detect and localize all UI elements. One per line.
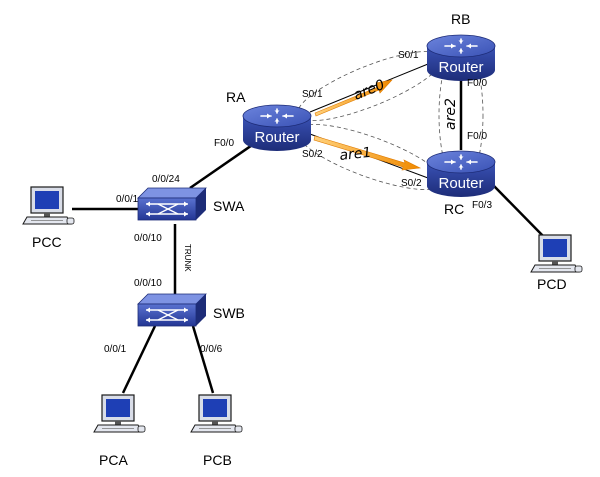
port-ra-s02: S0/2	[302, 149, 323, 160]
router-ra[interactable]: Router	[242, 104, 312, 152]
port-ra-f00: F0/0	[214, 138, 234, 149]
link-ra-rb-serial	[309, 63, 429, 113]
label-ra: RA	[226, 89, 246, 105]
are1-arrow	[313, 135, 422, 171]
switch-swb[interactable]	[137, 293, 207, 327]
trunk-label: TRUNK	[183, 244, 192, 272]
label-pcb: PCB	[203, 452, 232, 468]
router-rc[interactable]: Router	[426, 150, 496, 198]
label-rc: RC	[444, 201, 464, 217]
label-swb: SWB	[213, 305, 245, 321]
pc-pca[interactable]	[93, 394, 146, 433]
links	[72, 80, 548, 394]
area-label-are0: are0	[352, 77, 388, 104]
link-ra-swa	[189, 139, 259, 190]
switch-swa[interactable]	[137, 187, 207, 221]
label-pcc: PCC	[32, 234, 62, 250]
pc-pcb[interactable]	[190, 394, 243, 433]
port-ra-s01: S0/1	[302, 89, 323, 100]
area-labels: are0 are1 are2	[339, 77, 459, 164]
area-label-are1: are1	[339, 145, 372, 164]
area-arrows	[313, 79, 422, 171]
router-rb[interactable]: Router	[426, 34, 496, 82]
port-swa-0024: 0/0/24	[152, 174, 180, 185]
device-labels: RA RB RC SWA SWB PCC PCD PCA PCB	[32, 11, 567, 468]
port-swa-001: 0/0/1	[116, 194, 139, 205]
router-ra-badge: Router	[254, 129, 299, 146]
are0-arrow	[314, 79, 393, 117]
port-rc-f00: F0/0	[467, 131, 487, 142]
label-rb: RB	[451, 11, 470, 27]
port-rb-f00: F0/0	[467, 78, 487, 89]
port-rc-s02: S0/2	[401, 178, 422, 189]
link-rc-pcd	[492, 184, 548, 241]
link-swb-pca	[121, 325, 157, 394]
link-swb-pcb	[191, 325, 215, 394]
port-swb-006: 0/0/6	[200, 344, 223, 355]
label-swa: SWA	[213, 198, 245, 214]
port-rb-s01: S0/1	[398, 50, 419, 61]
label-pca: PCA	[99, 452, 128, 468]
area-label-are2: are2	[443, 98, 459, 130]
pc-pcc[interactable]	[22, 186, 75, 225]
label-pcd: PCD	[537, 276, 567, 292]
port-rc-f03: F0/3	[472, 200, 492, 211]
router-rb-badge: Router	[438, 59, 483, 76]
router-rc-badge: Router	[438, 175, 483, 192]
port-swb-001: 0/0/1	[104, 344, 127, 355]
port-swa-0010: 0/0/10	[134, 233, 162, 244]
port-labels: S0/1 S0/2 F0/0 S0/1 F0/0 F0/0 S0/2 F0/3 …	[104, 50, 492, 355]
pc-pcd[interactable]	[530, 234, 583, 273]
port-swb-0010: 0/0/10	[134, 278, 162, 289]
